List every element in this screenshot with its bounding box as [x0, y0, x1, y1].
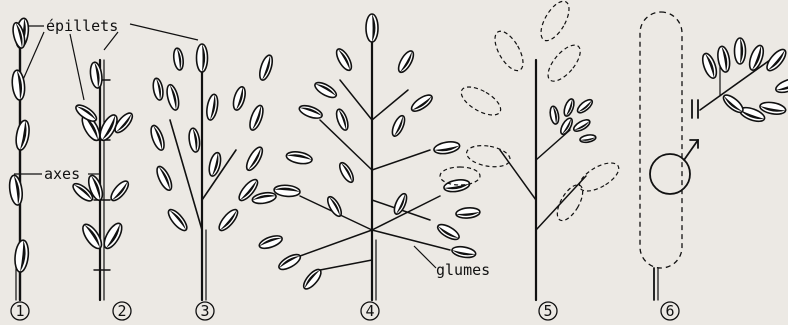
- spikelet: [735, 38, 746, 64]
- label-axes: axes: [44, 165, 80, 183]
- svg-text:2: 2: [117, 302, 126, 320]
- svg-text:5: 5: [543, 302, 552, 320]
- spikelet: [197, 44, 208, 72]
- spikelet: [366, 14, 378, 42]
- label-spikelets: épillets: [46, 17, 118, 35]
- svg-text:3: 3: [200, 302, 209, 320]
- svg-text:6: 6: [665, 302, 674, 320]
- svg-text:1: 1: [15, 302, 24, 320]
- label-glumes: glumes: [436, 261, 490, 279]
- svg-text:4: 4: [365, 302, 374, 320]
